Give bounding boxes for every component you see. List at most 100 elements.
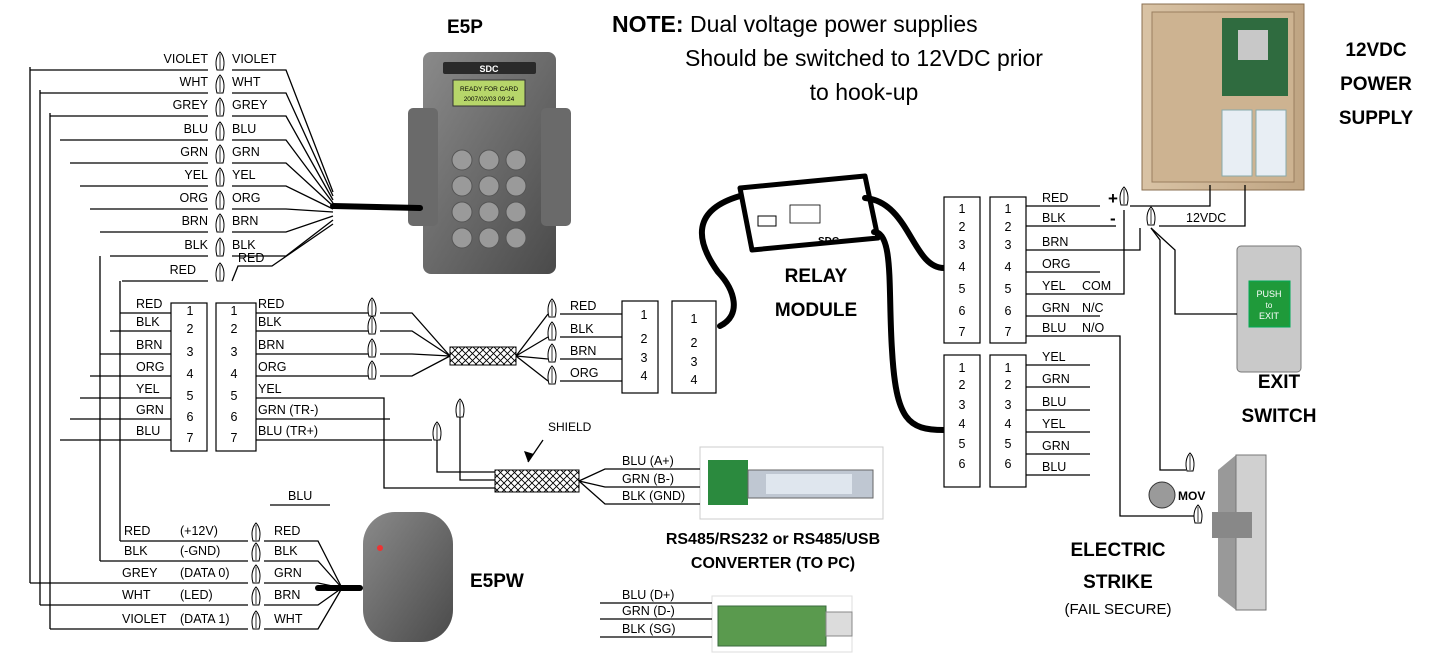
relay-title-1: RELAY — [785, 266, 848, 287]
shield-to-nut-wire — [515, 336, 549, 357]
splice-left-label: RED — [170, 263, 196, 277]
usb-wire-label: GRN (D-) — [622, 604, 675, 618]
keypad-key — [451, 201, 473, 223]
e5pw-func-label: (DATA 1) — [180, 612, 230, 626]
terminal-number: 6 — [1005, 457, 1012, 471]
keypad-key — [505, 227, 527, 249]
strike-wire-2 — [1100, 335, 1198, 517]
note-line-1: NOTE: Dual voltage power supplies — [612, 11, 978, 37]
e5pw-color-label: BLK — [124, 544, 148, 558]
wire-nut-icon — [215, 51, 225, 71]
exit-wire-1 — [1150, 227, 1237, 315]
terminal-number: 4 — [641, 369, 648, 383]
relay-out-wire-label: BLU — [1042, 321, 1066, 335]
psu-minus-wire — [1159, 185, 1246, 227]
wire-nut-icon — [547, 365, 557, 385]
e5pw-color-label: GREY — [122, 566, 158, 580]
rs485-converter — [699, 446, 884, 520]
splice-right-label: WHT — [232, 75, 261, 89]
splice-left-label: ORG — [180, 191, 208, 205]
wire-nut-icon — [251, 564, 261, 584]
relay-out2-wire-label: GRN — [1042, 439, 1070, 453]
terminal-block-left — [170, 302, 208, 452]
shielded-cable-1 — [449, 346, 517, 366]
e5pw-wire-right — [264, 587, 343, 630]
e5p-wire-right — [232, 162, 334, 207]
e5pw-color-label: VIOLET — [122, 612, 167, 626]
shield-to-nut-wire — [515, 355, 549, 360]
tb-right-wire-label: BLU (TR+) — [258, 424, 318, 438]
e5pw-reader-label: RED — [274, 524, 300, 538]
splice-left-label: GRN — [180, 145, 208, 159]
terminal-number: 4 — [1005, 417, 1012, 431]
terminal-number: 3 — [187, 345, 194, 359]
terminal-block-right — [215, 302, 257, 452]
tb-left-wire-label: BLK — [136, 315, 160, 329]
wire-nut-icon — [367, 315, 377, 335]
terminal-number: 2 — [1005, 378, 1012, 392]
keypad-key — [451, 227, 473, 249]
power-supply — [1141, 3, 1305, 191]
e5pw-wire-right — [264, 582, 343, 589]
tb-right-wire-label: ORG — [258, 360, 286, 374]
terminal-number: 2 — [641, 332, 648, 346]
e5p-wire-right — [232, 139, 334, 204]
e5pw-color-label: RED — [124, 524, 150, 538]
terminal-number: 2 — [691, 336, 698, 350]
wire-nut-icon — [455, 398, 465, 418]
wire-nut-icon — [215, 262, 225, 282]
e5pw-wire-right — [264, 540, 343, 589]
keypad-key — [451, 175, 473, 197]
yel-to-rs485-shield — [256, 397, 495, 489]
e5pw-reader-label: BLK — [274, 544, 298, 558]
e5pw-top-label: BLU — [288, 489, 312, 503]
rs485-wire — [578, 480, 700, 505]
e5p-wire-right — [232, 208, 334, 213]
terminal-number: 7 — [187, 431, 194, 445]
relay-brand: SDC — [818, 236, 839, 247]
splice-right-label: GRN — [232, 145, 260, 159]
e5pw-reader — [363, 512, 453, 642]
relay-out2-wire-label: YEL — [1042, 417, 1066, 431]
splice-right-label: GREY — [232, 98, 268, 112]
tb-left-wire-label: BRN — [136, 338, 162, 352]
rs485-wire-label: BLK (GND) — [622, 489, 685, 503]
wire-nut-icon — [1193, 504, 1203, 524]
relay-out2-wire-label: BLU — [1042, 395, 1066, 409]
wire-nut-icon — [251, 542, 261, 562]
relay-out-block-1b — [989, 196, 1027, 344]
usb-wire-label: BLK (SG) — [622, 622, 676, 636]
tb-left-wire-label: GRN — [136, 403, 164, 417]
tb-left-wire-label: YEL — [136, 382, 160, 396]
12vdc-label: 12VDC — [1186, 211, 1226, 225]
keypad-key — [478, 149, 500, 171]
tr-minus-wire — [459, 416, 495, 481]
shield-to-nut-wire — [515, 355, 549, 382]
rs485-wire-label: GRN (B-) — [622, 472, 674, 486]
terminal-number: 6 — [959, 304, 966, 318]
relay-out-wire-label: ORG — [1042, 257, 1070, 271]
relay-input-cable — [698, 193, 743, 329]
relay-out-wire-label: RED — [1042, 191, 1068, 205]
e5p-wire-right — [232, 69, 334, 193]
terminal-number: 3 — [1005, 398, 1012, 412]
psu-title-3: SUPPLY — [1339, 108, 1414, 129]
e5pw-func-label: (-GND) — [180, 544, 220, 558]
wire-nut-icon — [215, 213, 225, 233]
splice-right-label: RED — [238, 251, 264, 265]
terminal-number: 3 — [231, 345, 238, 359]
nc-label: N/C — [1082, 301, 1104, 315]
terminal-number: 5 — [959, 282, 966, 296]
exit-button-text-2: to — [1266, 301, 1273, 310]
splice-right-label: YEL — [232, 168, 256, 182]
splice-left-label: VIOLET — [164, 52, 209, 66]
minus-sign: - — [1110, 209, 1116, 228]
wire-nut-icon — [215, 190, 225, 210]
keypad-key — [505, 149, 527, 171]
keypad-key — [478, 175, 500, 197]
splice-right-label: BLK — [232, 238, 256, 252]
splice-left-label: WHT — [180, 75, 209, 89]
nut-to-shield-wire — [380, 330, 451, 357]
strike-title-3: (FAIL SECURE) — [1065, 601, 1172, 618]
terminal-number: 3 — [1005, 238, 1012, 252]
